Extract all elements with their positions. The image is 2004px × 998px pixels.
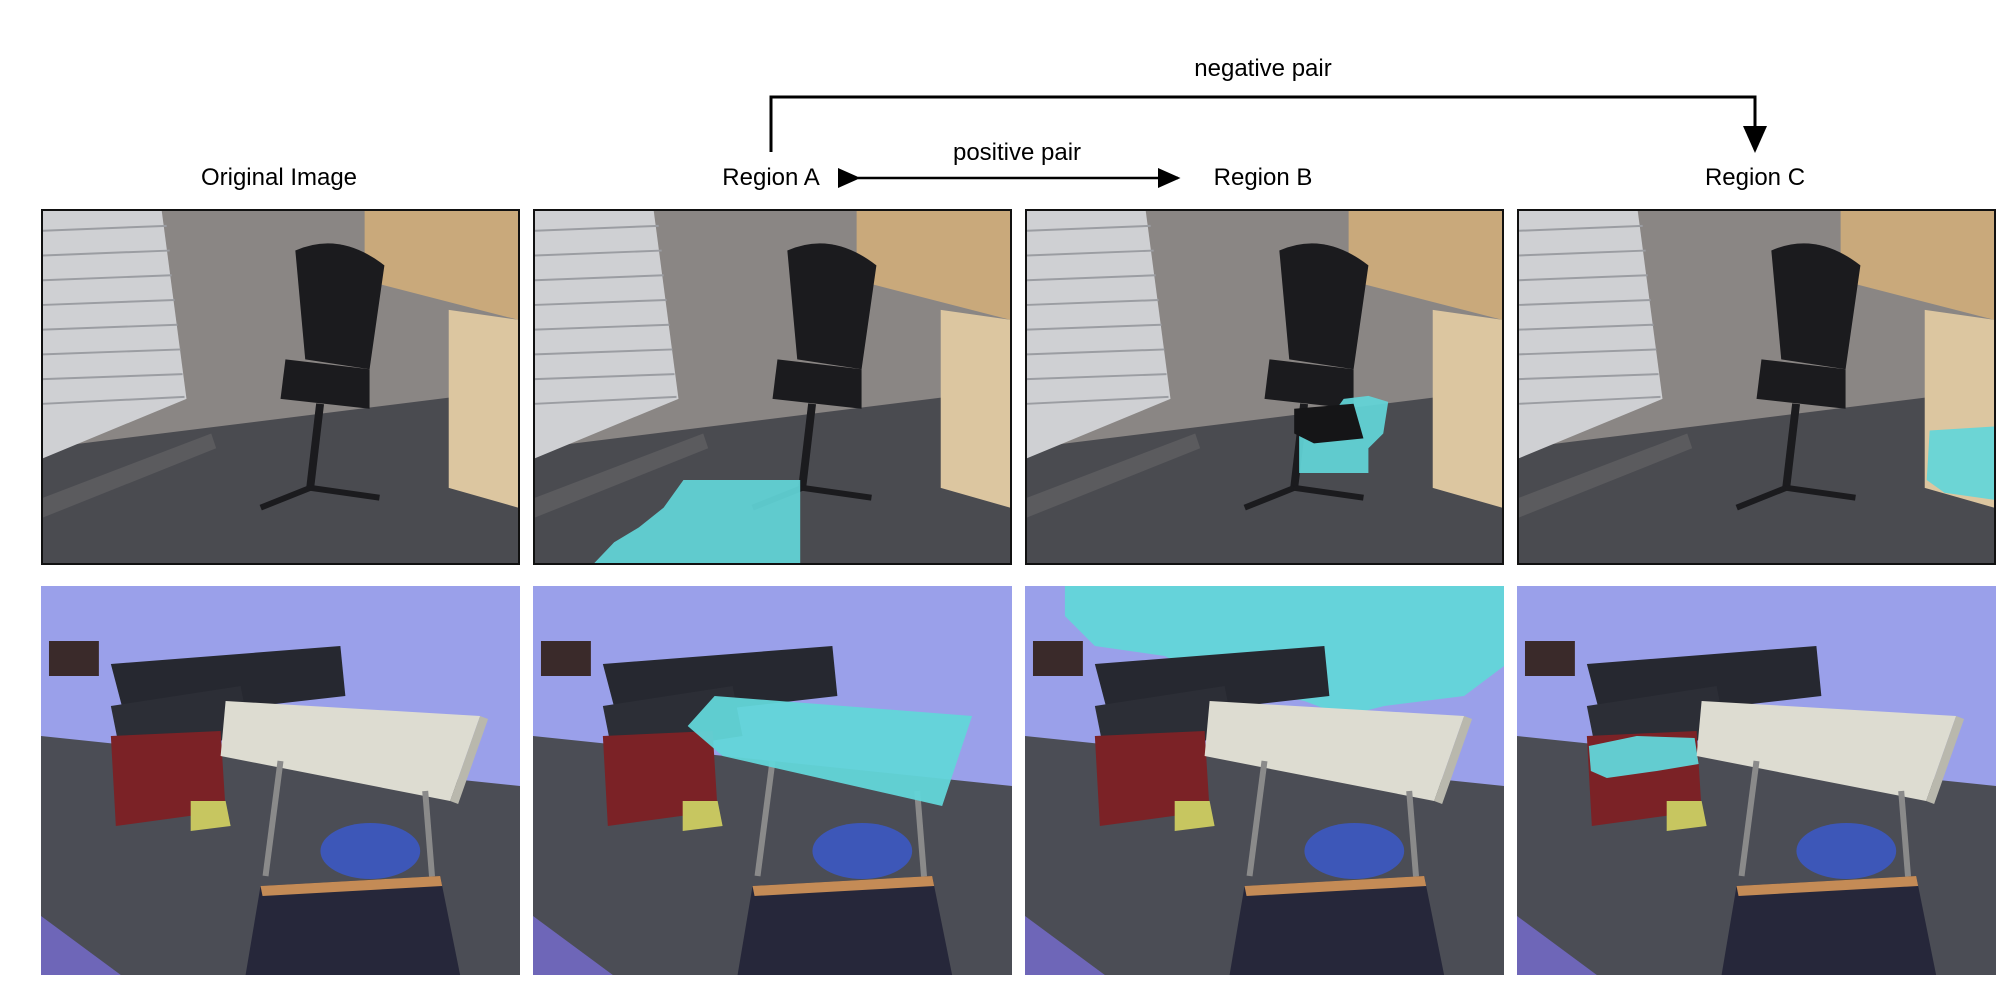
region-a-mask	[594, 479, 801, 563]
office-region-c-panel	[1517, 209, 1996, 565]
negative-pair-label: negative pair	[1194, 55, 1332, 82]
region-a-mask	[687, 696, 973, 806]
region-c-mask	[1926, 426, 1994, 500]
lounge-region-c-panel	[1517, 586, 1996, 975]
original-image-label: Original Image	[200, 164, 358, 191]
lounge-original-panel	[41, 586, 520, 975]
region-b-label: Region B	[1213, 164, 1313, 191]
office-region-b-panel	[1025, 209, 1504, 565]
region-c-mask	[1588, 736, 1699, 778]
lounge-region-a-panel	[533, 586, 1012, 975]
positive-pair-label: positive pair	[952, 139, 1082, 166]
office-region-a-panel	[533, 209, 1012, 565]
region-a-label: Region A	[722, 164, 820, 191]
lounge-region-b-panel	[1025, 586, 1504, 975]
negative-pair-arrow	[769, 95, 1767, 153]
office-original-panel	[41, 209, 520, 565]
region-c-label: Region C	[1704, 164, 1806, 191]
